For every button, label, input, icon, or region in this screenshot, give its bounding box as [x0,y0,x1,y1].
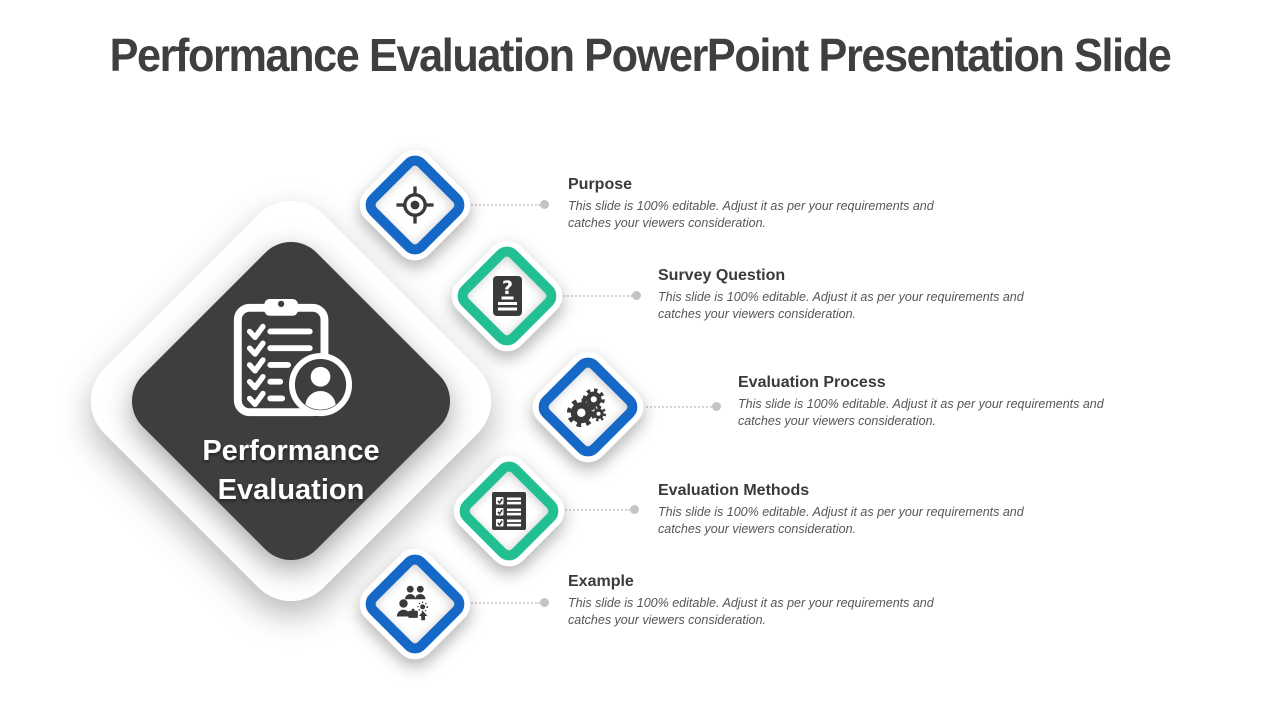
gears-icon [565,384,611,430]
item-diamond-evaluation-methods [453,455,565,567]
team-idea-icon [392,581,438,627]
connector-line [562,509,630,511]
connector-dot [540,598,549,607]
svg-text:?: ? [502,277,513,299]
item-diamond-survey-question: ? [451,240,563,352]
question-document-icon: ? [484,273,530,319]
item-heading: Evaluation Process [738,374,886,391]
item-description: This slide is 100% editable. Adjust it a… [568,596,934,627]
item-description: This slide is 100% editable. Adjust it a… [738,397,1104,428]
main-label-line1: Performance [202,435,380,467]
item-heading: Survey Question [658,267,786,284]
slide-title: Performance Evaluation PowerPoint Presen… [109,29,1172,81]
clipboard-checklist-user-icon [226,296,354,424]
item-diamond-evaluation-process [532,351,644,463]
item-description: This slide is 100% editable. Adjust it a… [568,199,934,230]
main-label-line2: Evaluation [217,474,365,506]
connector-dot [632,291,641,300]
connector-dot [630,505,639,514]
connector-dot [712,402,721,411]
connector-line [468,602,540,604]
target-icon [392,182,438,228]
connector-line [468,204,540,206]
connector-line [560,295,632,297]
connector-line [641,406,712,408]
item-description: This slide is 100% editable. Adjust it a… [658,505,1024,536]
connector-dot [540,200,549,209]
item-heading: Evaluation Methods [658,482,810,499]
main-diamond-label: Performance Evaluation [171,432,411,510]
item-heading: Purpose [568,176,633,193]
item-diamond-purpose [359,149,471,261]
item-description: This slide is 100% editable. Adjust it a… [658,290,1024,321]
item-diamond-example [359,548,471,660]
item-heading: Example [568,573,634,590]
checklist-icon [486,488,532,534]
